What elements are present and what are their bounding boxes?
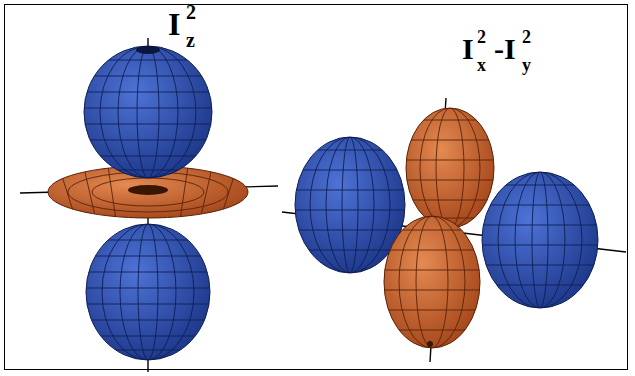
lobe-bottom — [80, 224, 220, 360]
superscript: 2 — [522, 28, 531, 46]
orbital-symbol: -I — [494, 34, 516, 64]
subscript: y — [522, 56, 531, 74]
superscript: 2 — [477, 28, 486, 46]
axes-left — [20, 38, 278, 372]
lobe-top-orange — [400, 108, 500, 228]
orbital-symbol: I — [168, 8, 180, 40]
lobe-right-blue — [478, 172, 602, 308]
orbital-symbol: I — [462, 34, 474, 64]
subscript: z — [186, 30, 195, 50]
lobe-bottom-orange — [380, 216, 484, 348]
axes-right — [282, 98, 626, 362]
lobe-top — [80, 46, 220, 178]
subscript: x — [477, 56, 486, 74]
superscript: 2 — [186, 2, 196, 22]
